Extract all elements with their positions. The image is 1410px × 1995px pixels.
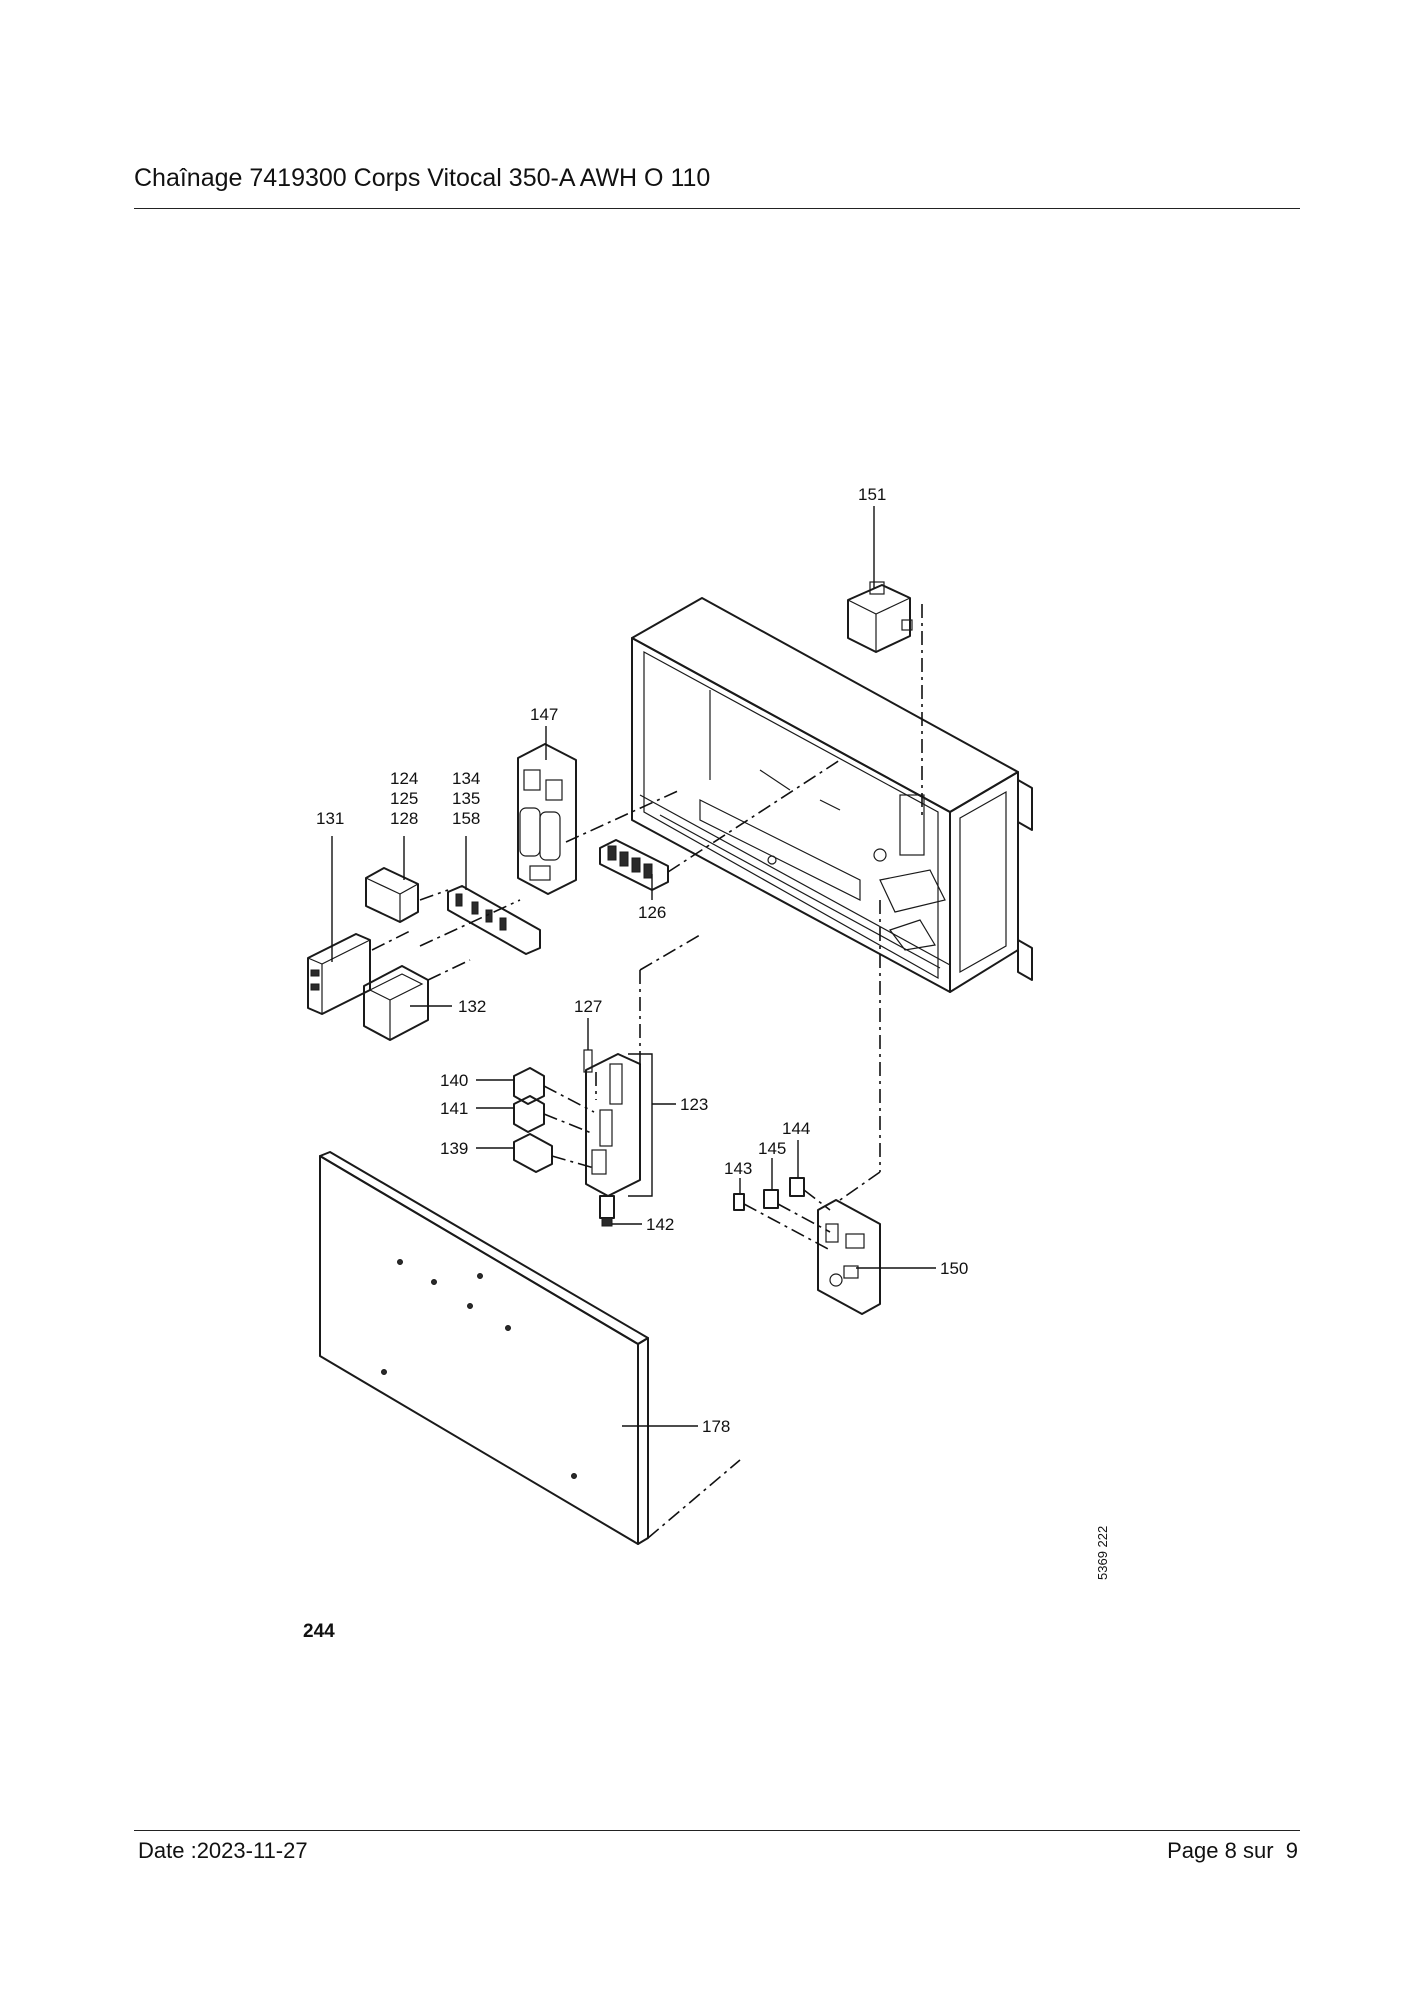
part-124-relay <box>365 867 419 923</box>
part-126-terminal-strip <box>599 839 669 891</box>
part-139-connector <box>513 1133 553 1173</box>
callout-145: 145 <box>758 1139 786 1158</box>
page-title: Chaînage 7419300 Corps Vitocal 350-A AWH… <box>134 164 711 192</box>
callout-134: 134 <box>452 769 480 788</box>
part-147-capacitor-board <box>517 743 577 895</box>
callout-147: 147 <box>530 705 558 724</box>
part-144-connector <box>789 1177 805 1197</box>
callout-150: 150 <box>940 1259 968 1278</box>
callout-124: 124 <box>390 769 418 788</box>
part-142-fuse-holder <box>599 1195 615 1227</box>
housing-body <box>631 597 1033 993</box>
callout-132: 132 <box>458 997 486 1016</box>
part-callouts: 151 147 124 125 128 134 135 158 131 126 … <box>316 485 968 1436</box>
page-reference: 244 <box>303 1621 335 1642</box>
part-150-control-board <box>817 1199 881 1315</box>
callout-142: 142 <box>646 1215 674 1234</box>
header-rule <box>134 208 1300 209</box>
callout-140: 140 <box>440 1071 468 1090</box>
part-143-connector <box>733 1193 745 1211</box>
callout-125: 125 <box>390 789 418 808</box>
assembly-lines <box>371 604 923 1539</box>
part-145-connector <box>763 1189 779 1209</box>
callout-144: 144 <box>782 1119 810 1138</box>
callout-158: 158 <box>452 809 480 828</box>
callout-126: 126 <box>638 903 666 922</box>
footer-page-number: Page 8 sur 9 <box>1167 1838 1298 1863</box>
callout-139: 139 <box>440 1139 468 1158</box>
footer-rule <box>134 1830 1300 1831</box>
part-141-connector <box>513 1095 545 1133</box>
part-178-front-panel <box>319 1151 649 1545</box>
part-131-module <box>307 933 371 1015</box>
callout-178: 178 <box>702 1417 730 1436</box>
callout-141: 141 <box>440 1099 468 1118</box>
drawing-number: 5369 222 <box>1095 1525 1110 1580</box>
part-140-connector <box>513 1067 545 1105</box>
part-134-din-rail <box>447 885 541 955</box>
callout-123: 123 <box>680 1095 708 1114</box>
callout-131: 131 <box>316 809 344 828</box>
callout-143: 143 <box>724 1159 752 1178</box>
callout-128: 128 <box>390 809 418 828</box>
callout-151: 151 <box>858 485 886 504</box>
callout-135: 135 <box>452 789 480 808</box>
part-132-cover <box>363 965 429 1041</box>
callout-127: 127 <box>574 997 602 1016</box>
part-151-transformer <box>847 581 913 653</box>
leader-lines <box>331 506 936 1427</box>
footer-date: Date :2023-11-27 <box>138 1838 308 1863</box>
